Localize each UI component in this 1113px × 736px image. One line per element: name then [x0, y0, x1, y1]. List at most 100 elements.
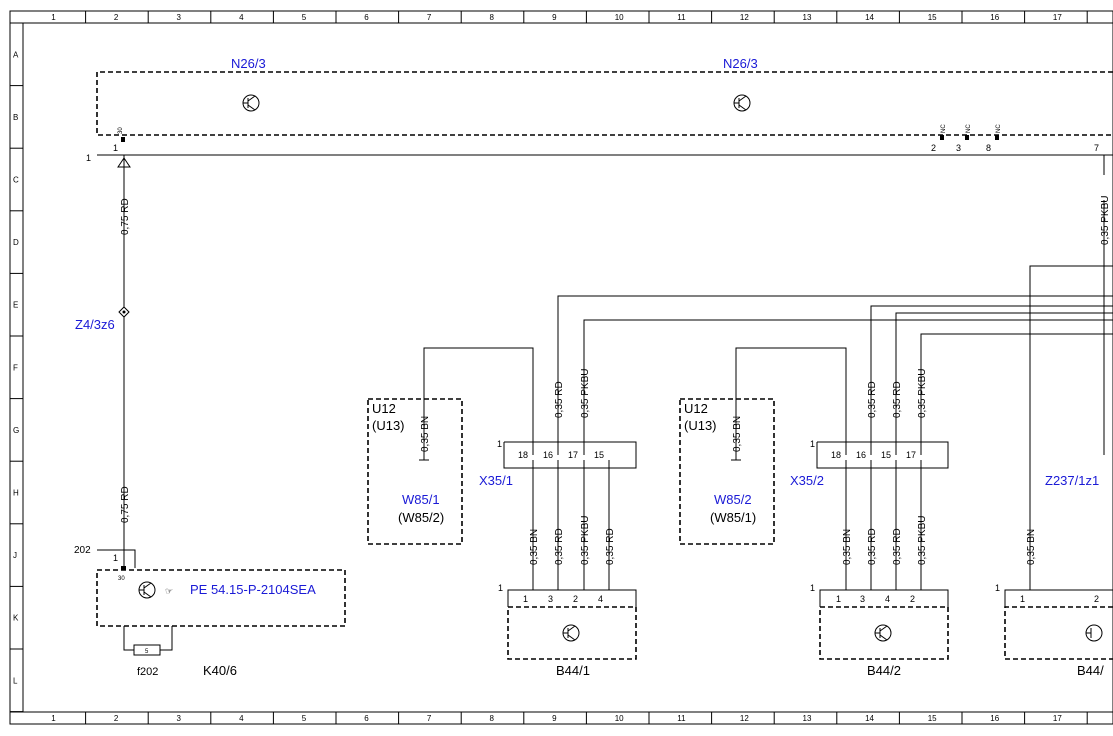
b44-partial-label: B44/	[1077, 663, 1104, 678]
x35-2-ref: 1	[810, 439, 815, 449]
k40-pin-30: 30	[118, 576, 125, 582]
pin-30-label: 30	[118, 127, 124, 134]
drawing-frame	[9, 10, 1113, 725]
wire-b44-1-bn: 0,35 BN	[529, 529, 540, 565]
harness-wires: 0,35 PKBU 0,35 RD 0,35 PKBU 0,35 RD 0,35…	[554, 155, 1113, 590]
b44-3-ref: 1	[995, 583, 1000, 593]
x35-2-connector: 1 18 16 15 17 X35/2 0,35 BN 0,35 RD 0,35…	[790, 439, 949, 590]
wire-b44-1-rd-a: 0,35 RD	[554, 528, 565, 565]
ruler-column-label: 15	[928, 13, 937, 22]
ruler-column-label: 6	[364, 13, 369, 22]
ruler-column-label: 3	[177, 714, 182, 723]
ruler-column-label: 2	[114, 13, 119, 22]
x35-1-connector: 1 18 16 17 15 X35/1 0,35 BN 0,35 RD 0,35…	[479, 439, 637, 590]
ruler-column-label: 4	[239, 13, 244, 22]
b44-1-pin: 3	[548, 594, 553, 604]
ruler-column-label: 16	[990, 13, 999, 22]
wire-b44-2-bn: 0,35 BN	[842, 529, 853, 565]
wire-b44-1-rd-b: 0,35 RD	[605, 528, 616, 565]
ruler-column-label: 2	[114, 714, 119, 723]
x35-2-pin: 16	[856, 450, 866, 460]
n26-3-label-left: N26/3	[231, 56, 266, 71]
ruler-column-label: 11	[677, 714, 686, 723]
wire-b44-2-rd-b: 0,35 RD	[892, 528, 903, 565]
wire-u12a-bn: 0,35 BN	[420, 416, 431, 452]
ruler-column-label: 1	[51, 13, 56, 22]
ruler-column-label: 1	[51, 714, 56, 723]
wire-075rd-bottom: 0,75 RD	[120, 486, 131, 523]
pin-3-label: 3	[956, 143, 961, 153]
transistor-icon	[138, 581, 156, 599]
transistor-icon	[562, 624, 580, 642]
wire-u12b-bn: 0,35 BN	[732, 416, 743, 452]
b44-1-label: B44/1	[556, 663, 590, 678]
wire-b44-2-rd-a: 0,35 RD	[867, 528, 878, 565]
ruler-column-label: 14	[865, 13, 874, 22]
ruler-column-label: 17	[1053, 13, 1062, 22]
ruler-row-label: B	[13, 113, 18, 122]
nc-label: NC	[966, 124, 972, 133]
supply-wire: 0,75 RD Z4/3z6 0,75 RD	[75, 155, 131, 570]
ruler-column-label: 11	[677, 13, 686, 22]
x35-2-pin: 17	[906, 450, 916, 460]
ruler-column-label: 15	[928, 714, 937, 723]
b44-2-pin: 1	[836, 594, 841, 604]
ruler-column-label: 7	[427, 714, 432, 723]
x35-1-ref: 1	[497, 439, 502, 449]
b44-2-pin: 2	[910, 594, 915, 604]
z237-1z1-label: Z237/1z1	[1045, 473, 1099, 488]
transistor-icon	[1085, 624, 1103, 642]
hand-pointer-icon: ☞	[165, 586, 173, 596]
wire-b44-2-pkbu: 0,35 PKBU	[917, 516, 928, 565]
ruler-column-label: 9	[552, 13, 557, 22]
x35-1-label: X35/1	[479, 473, 513, 488]
k40-6-module: 202 1 30 ☞ PE 54.15-P-2104SEA 5 f202 K40…	[74, 545, 346, 678]
wire-x35-1-rd: 0,35 RD	[554, 381, 565, 418]
n26-3-label-right: N26/3	[723, 56, 758, 71]
ruler-column-label: 6	[364, 714, 369, 723]
frame-ref-1: 1	[86, 153, 91, 163]
wire-right-bn: 0,35 BN	[1026, 529, 1037, 565]
ruler-row-label: F	[13, 363, 18, 372]
ruler-row-label: J	[13, 551, 17, 560]
ruler-column-label: 9	[552, 714, 557, 723]
ruler-column-label: 5	[302, 714, 307, 723]
ruler-row-label: E	[13, 301, 18, 310]
f202-label: f202	[137, 666, 158, 678]
k40-pin-1: 1	[113, 553, 118, 563]
wire-075rd-top: 0,75 RD	[120, 198, 131, 235]
wire-x35-1-pkbu: 0,35 PKBU	[580, 369, 591, 418]
ruler-column-label: 5	[302, 13, 307, 22]
pin-7-label: 7	[1094, 143, 1099, 153]
ruler-column-label: 8	[490, 13, 495, 22]
ruler-column-label: 3	[177, 13, 182, 22]
ruler-row-label: A	[13, 50, 19, 59]
ruler-column-label: 14	[865, 714, 874, 723]
ruler-column-label: 4	[239, 714, 244, 723]
ruler-column-label: 12	[740, 13, 749, 22]
b44-1-pin: 2	[573, 594, 578, 604]
w85-1-label: W85/1	[402, 492, 440, 507]
ruler-row-label: D	[13, 238, 19, 247]
n26-3-module: N26/3 N26/3 30 1 1 NC NC NC 2 3 8 7	[86, 56, 1113, 163]
ruler-column-label: 12	[740, 714, 749, 723]
u12-label-a: U12	[372, 401, 396, 416]
transistor-icon	[733, 94, 751, 112]
transistor-icon	[874, 624, 892, 642]
ruler-row-label: C	[13, 176, 19, 185]
wire-x35-2-rd-b: 0,35 RD	[892, 381, 903, 418]
ruler-column-label: 16	[990, 714, 999, 723]
b44-3-pin: 1	[1020, 594, 1025, 604]
x35-1-pin: 15	[594, 450, 604, 460]
b44-1-sensor: 1 1 3 2 4 B44/1	[498, 583, 637, 678]
u12-module-b: U12 (U13) 0,35 BN W85/2 (W85/1)	[679, 347, 847, 545]
b44-partial-sensor: 1 1 2 B44/	[995, 583, 1113, 678]
ruler-row-label: K	[13, 614, 19, 623]
ruler-column-label: 10	[615, 714, 624, 723]
x35-2-label: X35/2	[790, 473, 824, 488]
pe-reference-link[interactable]: PE 54.15-P-2104SEA	[190, 582, 316, 597]
x35-2-pin: 18	[831, 450, 841, 460]
fuse-5-label: 5	[145, 649, 149, 655]
